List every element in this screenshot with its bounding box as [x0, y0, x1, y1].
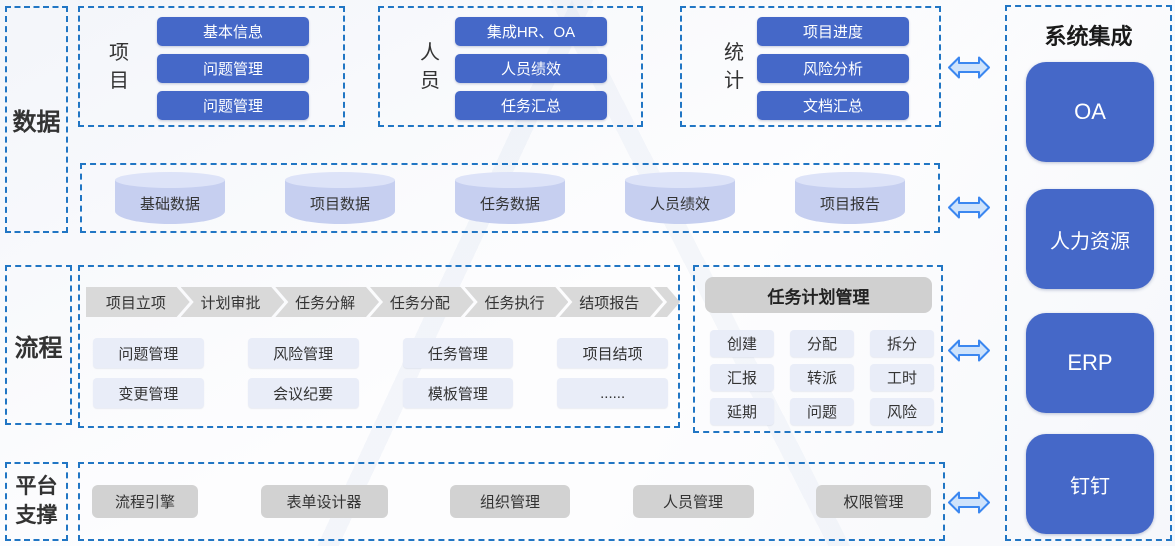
database-label: 人员绩效	[649, 196, 710, 213]
feature-pill: 人员绩效	[455, 54, 607, 83]
database-label: 基础数据	[139, 196, 200, 213]
task-plan-item: 汇报	[710, 364, 774, 391]
cylinder-top	[795, 172, 905, 188]
platform-module: 人员管理	[632, 485, 754, 518]
platform-module: 表单设计器	[260, 485, 388, 518]
database-cylinder: 项目报告	[795, 172, 905, 224]
task-plan-item: 转派	[790, 364, 854, 391]
platform-module: 流程引擎	[92, 485, 198, 518]
feature-pill: 项目进度	[757, 17, 909, 46]
process-module: 会议纪要	[247, 378, 359, 408]
feature-pill: 问题管理	[157, 54, 309, 83]
task-plan-item: 创建	[710, 330, 774, 357]
database-row: 基础数据 项目数据 任务数据 人员绩效 项目报告	[80, 163, 940, 233]
platform-module: 权限管理	[816, 485, 931, 518]
database-cylinder: 任务数据	[455, 172, 565, 224]
platform-module: 组织管理	[450, 485, 570, 518]
cylinder-top	[285, 172, 395, 188]
process-module: ......	[557, 378, 668, 408]
cylinder-top	[625, 172, 735, 188]
feature-pill: 问题管理	[157, 91, 309, 120]
feature-pill: 集成HR、OA	[455, 17, 607, 46]
section-label-process-text: 流程	[14, 334, 63, 362]
database-cylinder: 基础数据	[115, 172, 225, 224]
process-box: 项目立项 计划审批 任务分解 任务分配 任务执行 结项报告 问题管理 风险管理 …	[78, 265, 680, 428]
flow-step: 结项报告	[559, 287, 663, 317]
cylinder-top	[115, 172, 225, 188]
process-flow-strip: 项目立项 计划审批 任务分解 任务分配 任务执行 结项报告	[86, 287, 680, 317]
flow-step: 计划审批	[181, 287, 285, 317]
section-label-process: 流程	[5, 265, 72, 425]
bidirectional-arrow-icon	[948, 339, 990, 362]
group-stats-pills: 项目进度 风险分析 文档汇总	[757, 17, 909, 120]
integration-system-hr: 人力资源	[1026, 189, 1154, 289]
database-cylinder: 项目数据	[285, 172, 395, 224]
section-label-data-text: 数据	[12, 109, 61, 136]
process-module: 模板管理	[402, 378, 514, 408]
group-people-pills: 集成HR、OA 人员绩效 任务汇总	[455, 17, 607, 120]
task-plan-grid: 创建 分配 拆分 汇报 转派 工时 延期 问题 风险	[710, 330, 934, 425]
group-project-pills: 基本信息 问题管理 问题管理	[157, 17, 309, 120]
process-modules-grid: 问题管理 风险管理 任务管理 项目结项 变更管理 会议纪要 模板管理 .....…	[93, 338, 668, 408]
feature-pill: 任务汇总	[455, 91, 607, 120]
flow-step: 任务分解	[275, 287, 379, 317]
task-plan-panel: 任务计划管理 创建 分配 拆分 汇报 转派 工时 延期 问题 风险	[693, 265, 943, 433]
group-stats: 统计 项目进度 风险分析 文档汇总	[680, 6, 941, 127]
feature-pill: 基本信息	[157, 17, 309, 46]
process-module: 任务管理	[402, 338, 514, 368]
bidirectional-arrow-icon	[948, 491, 990, 514]
process-module: 项目结项	[557, 338, 668, 368]
section-label-platform: 平台支撑	[5, 462, 68, 541]
database-label: 任务数据	[479, 196, 540, 213]
database-label: 项目数据	[309, 196, 370, 213]
flow-step: 任务执行	[465, 287, 569, 317]
section-label-platform-text: 平台支撑	[15, 475, 58, 527]
process-module: 问题管理	[93, 338, 204, 368]
flow-step: 任务分配	[370, 287, 474, 317]
database-cylinder: 人员绩效	[625, 172, 735, 224]
section-label-data: 数据	[5, 6, 68, 233]
integration-system-erp: ERP	[1026, 313, 1154, 413]
task-plan-item: 问题	[790, 398, 854, 425]
task-plan-item: 风险	[870, 398, 934, 425]
process-module: 风险管理	[247, 338, 359, 368]
group-stats-label: 统计	[724, 41, 744, 92]
bidirectional-arrow-icon	[948, 56, 990, 79]
process-module: 变更管理	[93, 378, 204, 408]
group-people-label: 人员	[420, 41, 440, 92]
database-label: 项目报告	[819, 196, 880, 213]
integration-column: 系统集成 OA 人力资源 ERP 钉钉	[1005, 5, 1172, 541]
integration-system-oa: OA	[1026, 62, 1154, 162]
flow-step: 项目立项	[86, 287, 190, 317]
group-people: 人员 集成HR、OA 人员绩效 任务汇总	[378, 6, 643, 127]
integration-title: 系统集成	[1044, 24, 1133, 49]
platform-box: 流程引擎 表单设计器 组织管理 人员管理 权限管理	[78, 462, 945, 541]
cylinder-top	[455, 172, 565, 188]
task-plan-item: 拆分	[870, 330, 934, 357]
group-project: 项目 基本信息 问题管理 问题管理	[78, 6, 345, 127]
task-plan-item: 工时	[870, 364, 934, 391]
integration-system-dingtalk: 钉钉	[1026, 434, 1154, 534]
feature-pill: 文档汇总	[757, 91, 909, 120]
bidirectional-arrow-icon	[948, 196, 990, 219]
feature-pill: 风险分析	[757, 54, 909, 83]
task-plan-title: 任务计划管理	[705, 277, 932, 313]
task-plan-item: 延期	[710, 398, 774, 425]
group-project-label: 项目	[109, 41, 129, 92]
task-plan-item: 分配	[790, 330, 854, 357]
